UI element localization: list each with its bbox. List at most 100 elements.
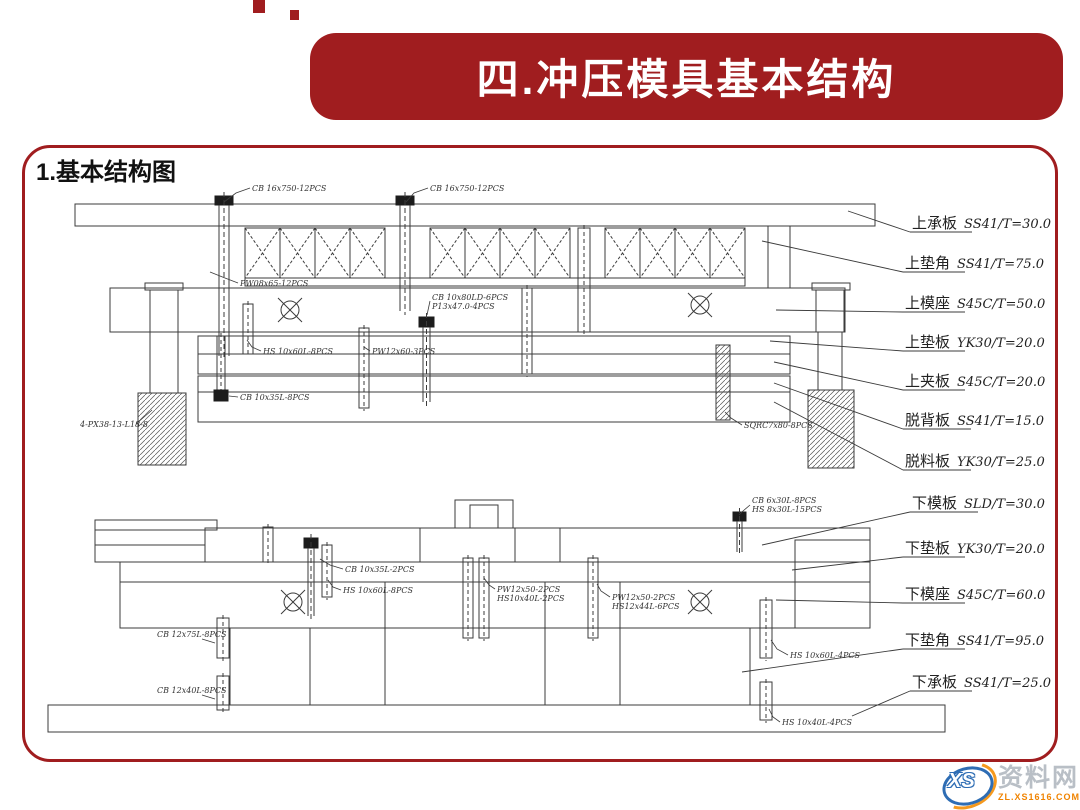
annotation-leader	[483, 577, 496, 590]
hole-cross	[280, 589, 306, 615]
plate-outline	[144, 282, 184, 291]
annotation-leader	[738, 504, 751, 516]
label-leader	[773, 361, 904, 391]
hole-cross	[277, 297, 303, 323]
plate-outline	[229, 627, 311, 706]
cad-annotation: CB 12x40L-8PCS	[157, 686, 227, 695]
hatched-post	[807, 389, 855, 469]
spring-coil	[534, 227, 571, 279]
hole-symbol	[690, 295, 710, 315]
watermark-logo-icon: XS	[931, 753, 1005, 810]
plate-outline	[149, 331, 179, 394]
spring-coil	[279, 227, 316, 279]
label-leader	[847, 210, 911, 233]
content-panel	[22, 145, 1058, 762]
spring-coil	[314, 227, 351, 279]
plate-outline	[469, 504, 499, 529]
hole-symbol	[690, 592, 710, 612]
section-heading: 1.基本结构图	[36, 159, 177, 186]
annotation-leader	[768, 708, 781, 723]
watermark-logo-text: XS	[948, 770, 975, 792]
annotation-leader	[223, 187, 251, 203]
plate-outline	[47, 704, 946, 733]
cad-annotation: CB 16x750-12PCS	[252, 184, 327, 193]
plate-outline	[109, 287, 846, 333]
plate-outline	[817, 331, 843, 391]
plate-outline	[149, 289, 179, 333]
cad-annotation: PW12x50-2PCS	[496, 585, 561, 594]
annotation-leader	[405, 187, 429, 203]
slide-title: 四.冲压模具基本结构	[476, 56, 897, 103]
spring-coil	[709, 227, 746, 279]
hole-cross	[687, 589, 713, 615]
label-leader	[741, 648, 904, 673]
spring-coil	[604, 227, 641, 279]
plate-outline	[94, 529, 206, 563]
annotation-leader	[201, 694, 216, 700]
spring-coil	[499, 227, 536, 279]
cad-annotation: HS 8x30L-15PCS	[751, 505, 822, 514]
annotation-leader	[209, 271, 239, 284]
decor-square-icon	[253, 0, 265, 13]
annotation-leader	[319, 558, 344, 570]
plate-outline	[794, 539, 871, 629]
watermark: XS 资料网 ZL.XS1616.COM	[931, 753, 1079, 810]
label-leader	[775, 599, 904, 604]
annotation-leader	[327, 579, 342, 591]
label-leader	[851, 690, 911, 717]
plate-outline	[197, 353, 791, 375]
cad-annotation: HS10x40L-2PCS	[496, 594, 565, 603]
hole-cross	[687, 292, 713, 318]
cad-annotation: CB 10x35L-8PCS	[240, 393, 310, 402]
cad-annotation: HS 10x60L-8PCS	[262, 347, 333, 356]
bolt-head	[213, 389, 229, 402]
cad-annotation: PW12x50-2PCS	[611, 593, 676, 602]
annotation-leader	[363, 346, 371, 352]
label-leader	[791, 556, 904, 571]
cad-annotation: HS 10x60L-4PCS	[789, 651, 860, 660]
decor-square-icon	[290, 10, 299, 20]
annotation-leader	[770, 639, 789, 656]
cad-annotation: HS 10x60L-8PCS	[342, 586, 413, 595]
plate-outline	[74, 203, 876, 227]
plate-outline	[119, 561, 871, 583]
annotation-leader	[596, 583, 611, 598]
cad-annotation: PW12x60-3PCS	[371, 347, 436, 356]
annotation-leader	[228, 395, 239, 398]
plate-outline	[454, 499, 514, 529]
hatched-post	[137, 392, 187, 466]
spring-coil	[429, 227, 466, 279]
annotation-leader	[135, 409, 153, 425]
spring-coil	[349, 227, 386, 279]
spring-coil	[244, 227, 281, 279]
cad-annotation: 4-PX38-13-L18-8	[79, 420, 148, 429]
annotation-leader	[724, 411, 743, 426]
plate-outline	[811, 282, 851, 291]
annotation-leader	[246, 339, 262, 352]
plate-outline	[94, 519, 218, 531]
cad-annotation: CB 10x35L-2PCS	[345, 565, 415, 574]
annotation-leader	[426, 300, 431, 316]
plate-outline	[619, 627, 751, 706]
cad-annotation: P13x47.0-4PCS	[431, 302, 495, 311]
label-leader	[769, 340, 904, 352]
cad-annotation: HS12x44L-6PCS	[611, 602, 680, 611]
slide-title-banner: 四.冲压模具基本结构	[310, 33, 1063, 120]
plate-outline	[197, 375, 791, 393]
plate-outline	[244, 277, 746, 287]
plate-outline	[384, 627, 546, 706]
cad-annotation: CB 6x30L-8PCS	[752, 496, 817, 505]
label-leader	[773, 382, 904, 430]
hole-symbol	[283, 592, 303, 612]
